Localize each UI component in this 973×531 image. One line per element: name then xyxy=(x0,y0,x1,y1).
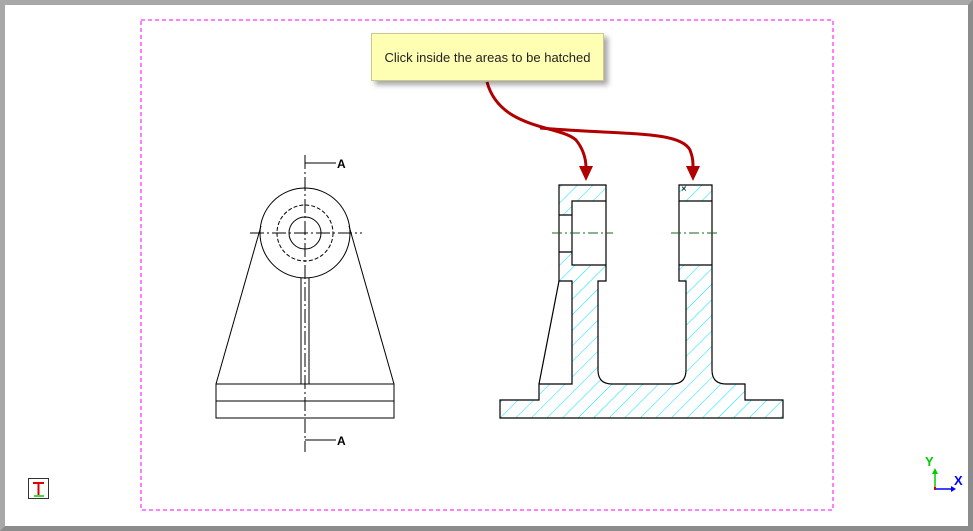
text-tool-icon[interactable] xyxy=(28,478,49,499)
section-label-bottom: A xyxy=(337,434,346,448)
hatch-area[interactable] xyxy=(499,184,784,419)
axis-label-x: X xyxy=(954,473,963,488)
ucs-axis-icon xyxy=(932,468,956,492)
axis-label-y: Y xyxy=(925,454,934,469)
pick-point-marker: × xyxy=(681,184,687,195)
section-label-top: A xyxy=(337,157,346,171)
tooltip-text: Click inside the areas to be hatched xyxy=(384,49,591,65)
front-view[interactable] xyxy=(215,155,395,452)
callout-arrows xyxy=(485,81,695,169)
arrowhead-right xyxy=(686,166,700,181)
page-border xyxy=(140,19,834,511)
hint-tooltip: Click inside the areas to be hatched xyxy=(371,33,604,81)
arrowhead-left xyxy=(579,166,593,181)
section-view[interactable]: × xyxy=(499,184,784,419)
